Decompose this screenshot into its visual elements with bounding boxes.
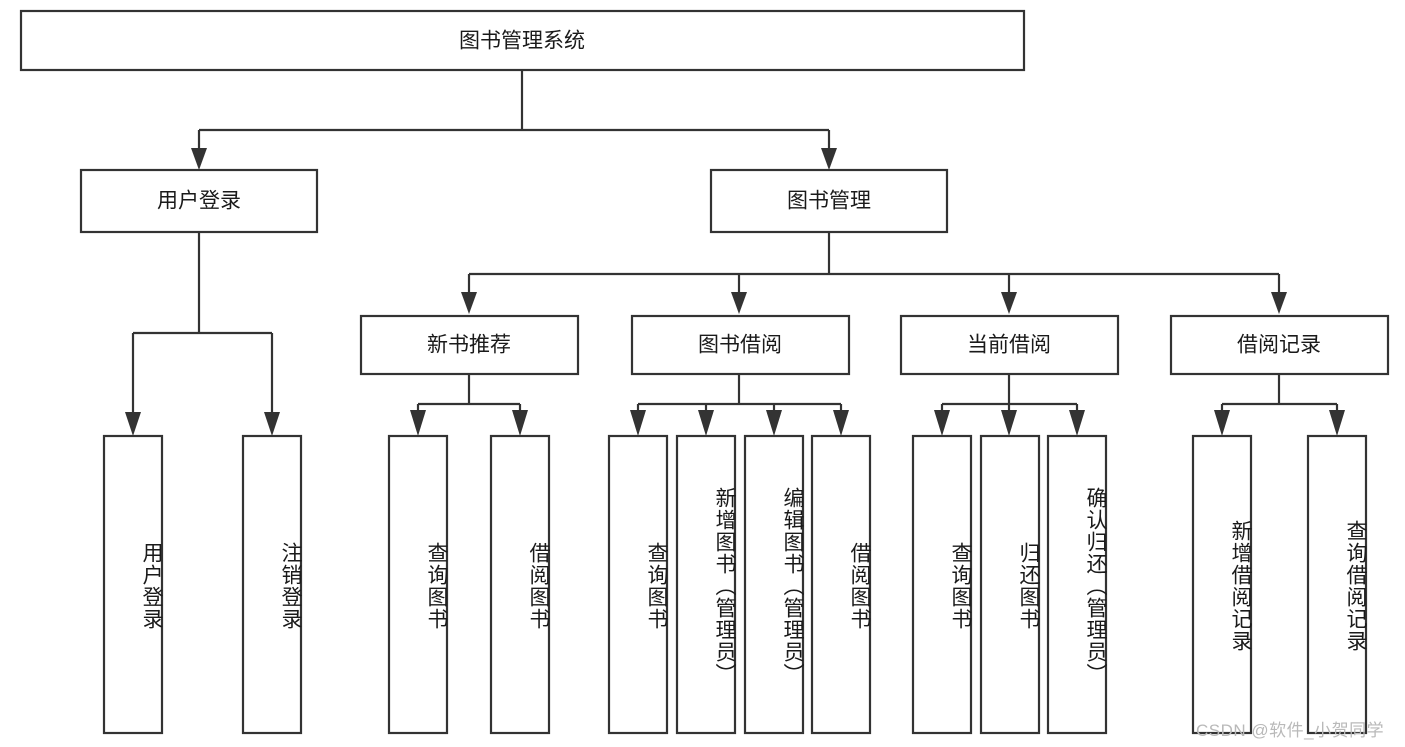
arrow-head-cb-leaf-1 (934, 410, 950, 436)
arrow-head-new-book-recommend (461, 292, 477, 314)
arrow-head-leaf-logout (264, 412, 280, 436)
node-box-current-borrow[interactable] (899, 314, 1120, 376)
node-box-user-login[interactable] (79, 168, 319, 234)
watermark-text: CSDN @软件_小贺同学 (1196, 721, 1385, 740)
arrow-head-current-borrow (1001, 292, 1017, 314)
node-box-leaf-logout[interactable] (241, 434, 303, 735)
arrow-head-bb-leaf-1 (630, 410, 646, 436)
node-label-borrow-record: 借阅记录 (1237, 334, 1321, 357)
arrow-head-bb-leaf-3 (766, 410, 782, 436)
node-box-borrow-record[interactable] (1169, 314, 1390, 376)
node-box-book-borrow[interactable] (630, 314, 851, 376)
arrow-head-book-mgmt (821, 148, 837, 170)
node-box-leaf-br-query-record[interactable] (1306, 434, 1368, 735)
node-label-book-management: 图书管理 (787, 190, 871, 213)
arrow-head-cb-leaf-2 (1001, 410, 1017, 436)
node-box-leaf-bb-add-book[interactable] (675, 434, 737, 735)
node-box-leaf-br-add-record[interactable] (1191, 434, 1253, 735)
arrow-head-borrow-record (1271, 292, 1287, 314)
arrow-head-bb-leaf-4 (833, 410, 849, 436)
node-box-leaf-cb-query-book[interactable] (911, 434, 973, 735)
arrow-head-br-leaf-2 (1329, 410, 1345, 436)
node-label-current-borrow: 当前借阅 (967, 334, 1051, 357)
arrow-head-nbr-leaf-1 (410, 410, 426, 436)
node-label-user-login: 用户登录 (157, 190, 241, 213)
connector-group-borrow-record (1214, 374, 1345, 436)
node-box-leaf-user-login[interactable] (102, 434, 164, 735)
node-box-leaf-bb-edit-book[interactable] (743, 434, 805, 735)
arrow-head-cb-leaf-3 (1069, 410, 1085, 436)
arrow-head-bb-leaf-2 (698, 410, 714, 436)
node-box-root[interactable] (19, 9, 1026, 72)
node-box-new-book-recommend[interactable] (359, 314, 580, 376)
node-box-leaf-nbr-query-book[interactable] (387, 434, 449, 735)
node-box-book-management[interactable] (709, 168, 949, 234)
arrow-head-book-borrow (731, 292, 747, 314)
connector-group-new-book-recommend (410, 374, 528, 436)
node-label-root: 图书管理系统 (459, 30, 585, 53)
arrow-head-user-login (191, 148, 207, 170)
node-box-leaf-bb-query-book[interactable] (607, 434, 669, 735)
arrow-head-leaf-user-login (125, 412, 141, 436)
node-box-leaf-cb-confirm-return[interactable] (1046, 434, 1108, 735)
connector-group-current-borrow (934, 374, 1085, 436)
node-label-book-borrow: 图书借阅 (698, 334, 782, 357)
node-box-leaf-cb-return-book[interactable] (979, 434, 1041, 735)
connector-group-user-login (125, 232, 280, 436)
arrow-head-nbr-leaf-2 (512, 410, 528, 436)
connector-group-book-borrow (630, 374, 849, 436)
connector-group-root (191, 70, 837, 170)
connector-group-book-mgmt (461, 232, 1287, 314)
node-label-new-book-recommend: 新书推荐 (427, 334, 511, 357)
node-box-leaf-bb-borrow-book[interactable] (810, 434, 872, 735)
arrow-head-br-leaf-1 (1214, 410, 1230, 436)
node-box-leaf-nbr-borrow-book[interactable] (489, 434, 551, 735)
